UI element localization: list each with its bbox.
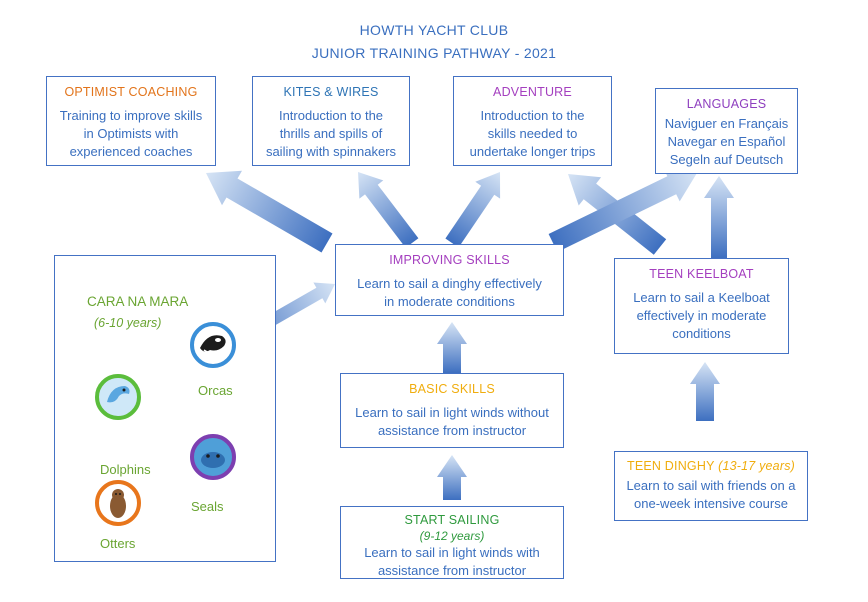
cara-na-mara-box <box>54 255 276 562</box>
adventure-line-2: skills needed to <box>487 126 578 141</box>
orca-logo-icon <box>190 322 236 368</box>
improving-skills-box: IMPROVING SKILLS Learn to sail a dinghy … <box>335 244 564 316</box>
arrow-to-adventure <box>445 172 501 248</box>
kites-line-3: sailing with spinnakers <box>265 144 397 159</box>
teen-dinghy-heading: TEEN DINGHY <box>626 459 715 473</box>
optimist-coaching-box: OPTIMIST COACHING Training to improve sk… <box>46 76 216 166</box>
teen-dinghy-age: (13-17 years) <box>718 459 796 473</box>
start-line-1: Learn to sail in light winds with <box>364 545 540 560</box>
page-subtitle: JUNIOR TRAINING PATHWAY - 2021 <box>311 45 557 61</box>
arrow-to-kites <box>358 172 419 248</box>
basic-line-2: assistance from instructor <box>377 423 527 438</box>
basic-skills-heading: BASIC SKILLS <box>409 382 495 396</box>
languages-line-1: Naviguer en Français <box>664 116 789 131</box>
cara-na-mara-heading: CARA NA MARA <box>87 294 189 309</box>
start-sailing-heading: START SAILING <box>404 513 500 527</box>
arrow-dinghy-to-keelboat <box>690 362 720 421</box>
adventure-line-3: undertake longer trips <box>469 144 596 159</box>
teen-dinghy-box: TEEN DINGHY (13-17 years) Learn to sail … <box>614 451 808 521</box>
adventure-line-1: Introduction to the <box>480 108 585 123</box>
kites-wires-heading: KITES & WIRES <box>283 85 379 99</box>
dolphins-label: Dolphins <box>100 462 151 477</box>
teen-keelboat-line-3: conditions <box>672 326 731 341</box>
basic-skills-box: BASIC SKILLS Learn to sail in light wind… <box>340 373 564 448</box>
seals-label: Seals <box>191 499 224 514</box>
dolphin-logo-icon <box>95 374 141 420</box>
languages-line-3: Segeln auf Deutsch <box>669 152 784 167</box>
orcas-label: Orcas <box>198 383 233 398</box>
adventure-heading: ADVENTURE <box>493 85 572 99</box>
kites-line-1: Introduction to the <box>278 108 384 123</box>
optimist-line-3: experienced coaches <box>69 144 193 159</box>
start-sailing-age: (9-12 years) <box>419 529 485 543</box>
teen-dinghy-line-1: Learn to sail with friends on a <box>626 478 796 493</box>
arrow-cross-to-languages <box>548 169 697 252</box>
cara-na-mara-age: (6-10 years) <box>94 316 162 330</box>
arrow-start-to-basic <box>437 455 467 500</box>
languages-heading: LANGUAGES <box>686 97 767 111</box>
teen-keelboat-heading: TEEN KEELBOAT <box>649 267 754 281</box>
optimist-coaching-heading: OPTIMIST COACHING <box>64 85 198 99</box>
otters-label: Otters <box>100 536 136 551</box>
languages-box: LANGUAGES Naviguer en Français Navegar e… <box>655 88 798 174</box>
improving-line-2: in moderate conditions <box>384 294 515 309</box>
improving-skills-heading: IMPROVING SKILLS <box>389 253 510 267</box>
kites-wires-box: KITES & WIRES Introduction to the thrill… <box>252 76 410 166</box>
start-sailing-box: START SAILING (9-12 years) Learn to sail… <box>340 506 564 579</box>
arrow-keelboat-to-languages <box>704 176 734 258</box>
optimist-line-2: in Optimists with <box>83 126 179 141</box>
basic-line-1: Learn to sail in light winds without <box>355 405 549 420</box>
teen-keelboat-line-2: effectively in moderate <box>636 308 767 323</box>
start-line-2: assistance from instructor <box>377 563 527 578</box>
improving-line-1: Learn to sail a dinghy effectively <box>357 276 542 291</box>
otter-logo-icon <box>95 480 141 526</box>
optimist-line-1: Training to improve skills <box>59 108 203 123</box>
seal-logo-icon <box>190 434 236 480</box>
teen-dinghy-heading-row: TEEN DINGHY (13-17 years) <box>615 457 807 475</box>
teen-dinghy-line-2: one-week intensive course <box>634 496 788 511</box>
languages-line-2: Navegar en Español <box>667 134 786 149</box>
teen-keelboat-box: TEEN KEELBOAT Learn to sail a Keelboat e… <box>614 258 789 354</box>
arrow-to-optimist <box>206 170 333 253</box>
teen-keelboat-line-1: Learn to sail a Keelboat <box>633 290 770 305</box>
arrow-basic-to-improving <box>437 322 467 373</box>
kites-line-2: thrills and spills of <box>279 126 383 141</box>
page-title: HOWTH YACHT CLUB <box>359 22 509 38</box>
adventure-box: ADVENTURE Introduction to the skills nee… <box>453 76 612 166</box>
